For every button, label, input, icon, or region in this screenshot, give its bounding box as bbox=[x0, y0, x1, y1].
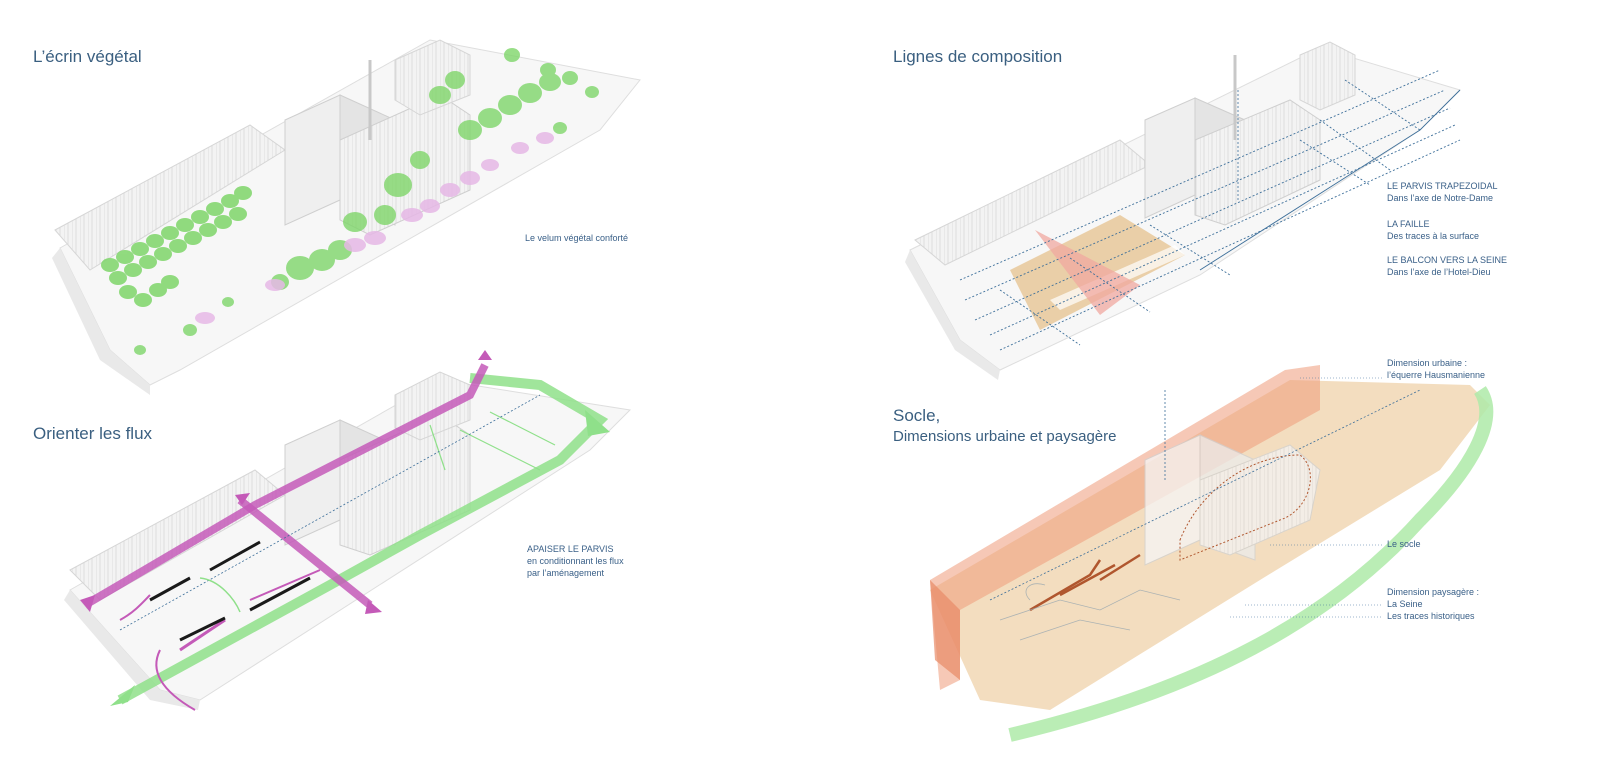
vegetal-diagram bbox=[52, 39, 641, 395]
composition-title: Lignes de composition bbox=[893, 47, 1063, 66]
socle-note-urban: Dimension urbaine : l’équerre Hausmanien… bbox=[1387, 357, 1485, 381]
landscape-line3: Les traces historiques bbox=[1387, 611, 1475, 621]
flux-caption-line1: en conditionnant les flux bbox=[527, 556, 624, 566]
composition-note-faille: LA FAILLE Des traces à la surface bbox=[1387, 218, 1479, 242]
note-heading: LE BALCON VERS LA SEINE bbox=[1387, 255, 1508, 265]
composition-diagram bbox=[905, 41, 1461, 380]
urban-line2: l’équerre Hausmanienne bbox=[1387, 370, 1486, 380]
blossom-trees bbox=[195, 132, 554, 324]
note-detail: Dans l’axe de l’Hotel-Dieu bbox=[1387, 267, 1491, 277]
composition-lines bbox=[959, 69, 1461, 351]
note-detail: Des traces à la surface bbox=[1387, 231, 1480, 241]
seine-bank bbox=[1008, 386, 1494, 742]
tree-clusters bbox=[134, 48, 599, 355]
parvis-furniture bbox=[149, 540, 311, 642]
historic-traces bbox=[1029, 553, 1141, 612]
socle-title: Socle, bbox=[893, 406, 941, 425]
vegetal-title: L’écrin végétal bbox=[33, 47, 142, 66]
note-heading: LA FAILLE bbox=[1387, 219, 1430, 229]
magenta-flows bbox=[82, 363, 489, 711]
cathedral-block bbox=[1144, 55, 1321, 226]
cathedral-block bbox=[284, 60, 471, 236]
note-heading: LE PARVIS TRAPEZOIDAL bbox=[1387, 181, 1498, 191]
urban-line1: Dimension urbaine : bbox=[1387, 358, 1468, 368]
landscape-line2: La Seine bbox=[1387, 599, 1423, 609]
composition-note-balcon: LE BALCON VERS LA SEINE Dans l’axe de l’… bbox=[1387, 254, 1507, 278]
flux-caption: APAISER LE PARVIS en conditionnant les f… bbox=[527, 543, 624, 579]
composition-note-parvis: LE PARVIS TRAPEZOIDAL Dans l’axe de Notr… bbox=[1387, 180, 1498, 204]
landscape-line1: Dimension paysagère : bbox=[1387, 587, 1480, 597]
green-flow-path bbox=[117, 373, 609, 705]
socle-subtitle: Dimensions urbaine et paysagère bbox=[893, 428, 1117, 445]
flux-caption-line2: par l’aménagement bbox=[527, 568, 605, 578]
tree-row-long bbox=[101, 186, 252, 307]
cathedral-ghost bbox=[1144, 434, 1321, 566]
note-detail: Dans l’axe de Notre-Dame bbox=[1387, 193, 1494, 203]
socle-note-landscape: Dimension paysagère : La Seine Les trace… bbox=[1387, 586, 1479, 622]
vegetal-caption: Le velum végétal conforté bbox=[525, 233, 629, 243]
socle-diagram bbox=[930, 365, 1494, 742]
faille-wedge bbox=[1035, 230, 1140, 315]
flux-title: Orienter les flux bbox=[33, 424, 153, 443]
socle-note-socle: Le socle bbox=[1387, 539, 1421, 549]
flux-diagram bbox=[64, 350, 632, 711]
flux-caption-heading: APAISER LE PARVIS bbox=[527, 544, 614, 554]
